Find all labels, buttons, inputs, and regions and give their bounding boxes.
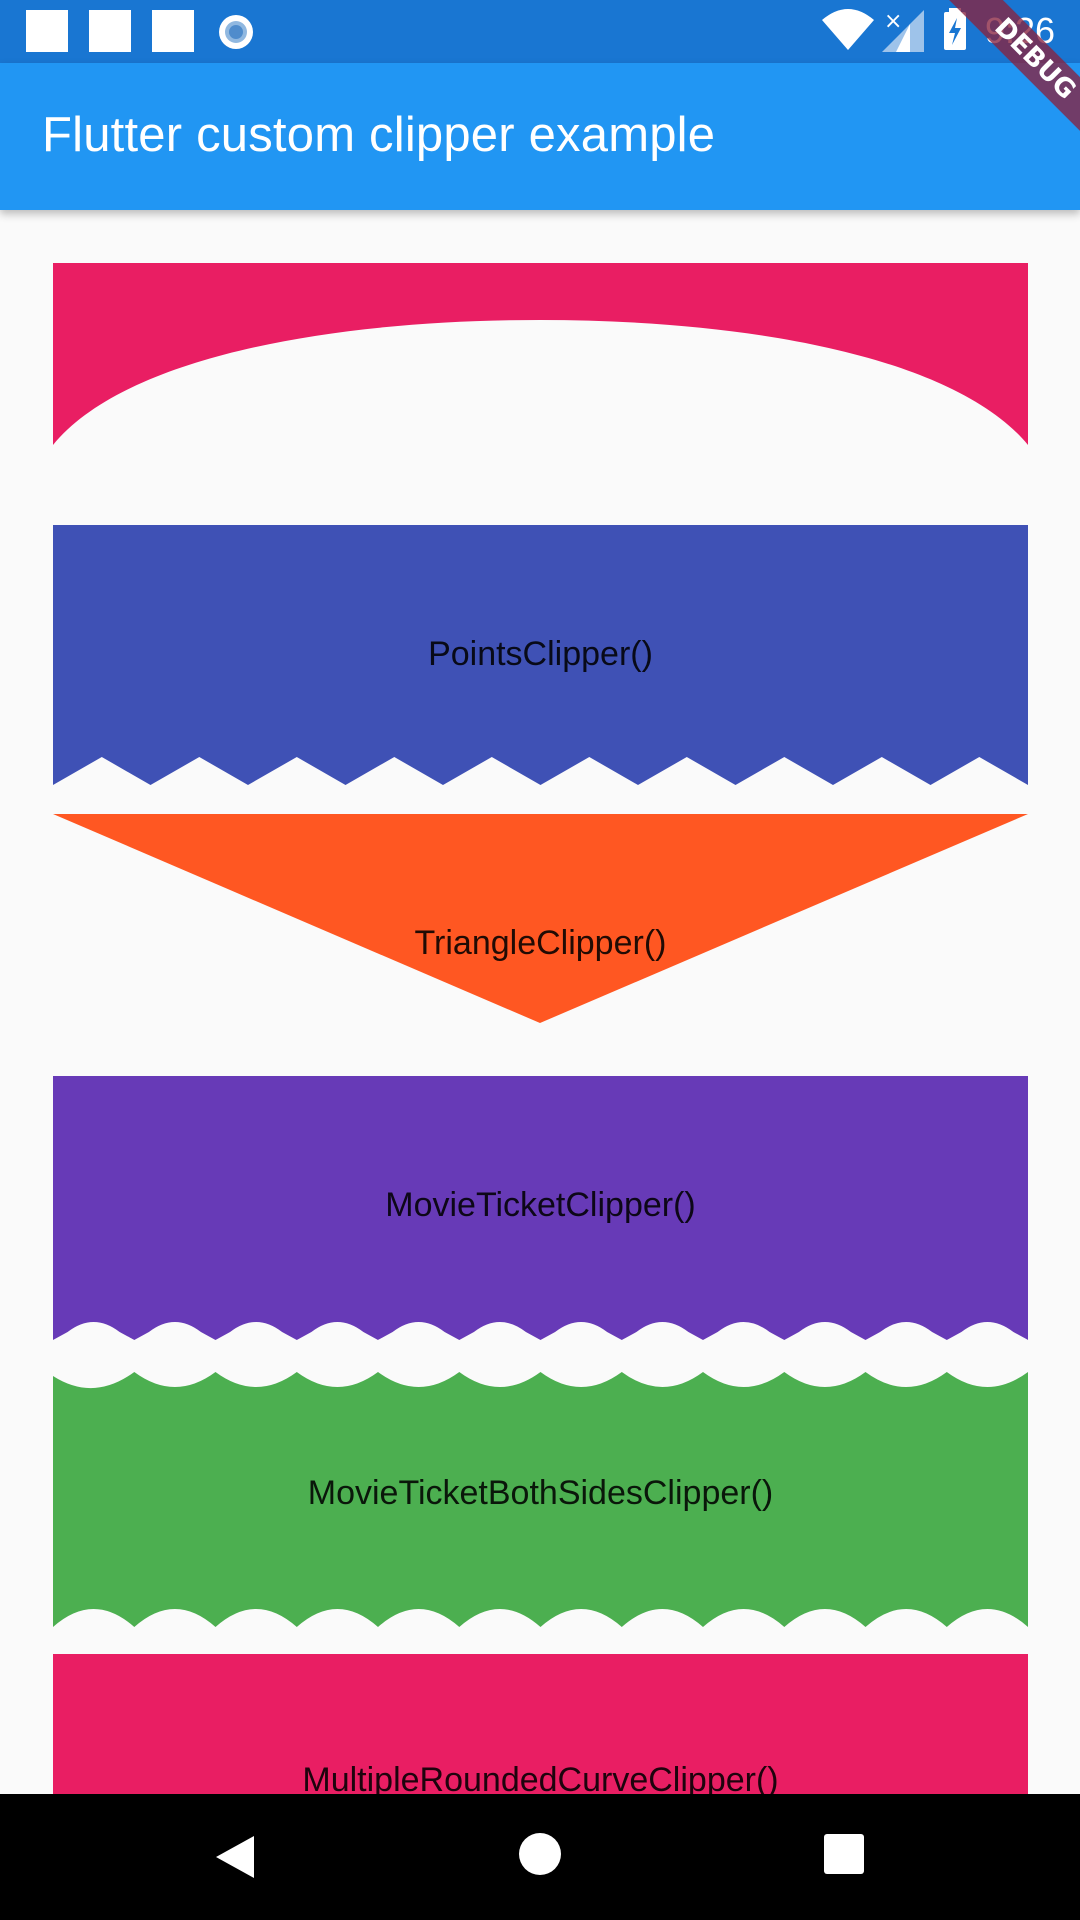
- navigation-bar: [0, 1794, 1080, 1920]
- cell-signal-icon: ×: [882, 9, 924, 52]
- arc-clipper-shape: [53, 263, 1028, 445]
- points-clipper-label: PointsClipper(): [428, 635, 653, 673]
- movie-ticket-clipper-shape: [53, 1076, 1028, 1340]
- home-icon[interactable]: [518, 1832, 562, 1876]
- svg-text:×: ×: [884, 9, 902, 34]
- wifi-icon: [822, 9, 874, 50]
- record-circle-icon: [219, 15, 253, 49]
- battery-charging-icon: [944, 8, 966, 50]
- movie-ticket-both-sides-clipper-label: MovieTicketBothSidesClipper(): [307, 1474, 774, 1512]
- status-bar: × 9:26: [0, 0, 1080, 63]
- movie-ticket-both-sides-clipper-shape: [53, 1372, 1028, 1627]
- clipper-shapes-canvas: [53, 263, 1028, 1794]
- clipper-list[interactable]: PointsClipper() TriangleClipper() MovieT…: [0, 210, 1080, 1794]
- page-title: Flutter custom clipper example: [42, 108, 716, 162]
- multiple-rounded-curve-clipper-shape: [53, 1654, 1028, 1794]
- notification-square-icon: [26, 10, 68, 52]
- points-clipper-shape: [53, 525, 1028, 785]
- status-time: 9:26: [985, 10, 1056, 51]
- triangle-clipper-label: TriangleClipper(): [414, 924, 667, 962]
- notification-square-icon: [152, 10, 194, 52]
- multiple-rounded-curve-clipper-label: MultipleRoundedCurveClipper(): [302, 1761, 779, 1794]
- notification-square-icon: [89, 10, 131, 52]
- app-bar: Flutter custom clipper example: [0, 63, 1080, 210]
- back-icon[interactable]: [210, 1832, 260, 1882]
- movie-ticket-clipper-label: MovieTicketClipper(): [385, 1186, 696, 1224]
- recents-icon[interactable]: [824, 1834, 864, 1874]
- triangle-clipper-shape: [53, 814, 1028, 1023]
